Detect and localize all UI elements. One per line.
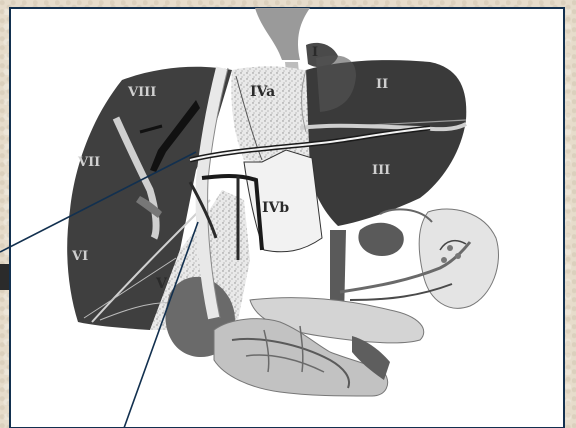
segment-label-ii: II (376, 77, 388, 92)
segment-label-i: I (312, 45, 318, 60)
segment-label-iii: III (372, 163, 390, 178)
segment-label-iva: IVa (250, 84, 275, 100)
segment-label-vii: VII (77, 155, 100, 170)
segment-label-viii: VIII (127, 85, 156, 100)
segment-label-vi: VI (71, 249, 88, 264)
segment-label-v: V (155, 276, 168, 292)
segment-label-ivb: IVb (262, 200, 289, 216)
